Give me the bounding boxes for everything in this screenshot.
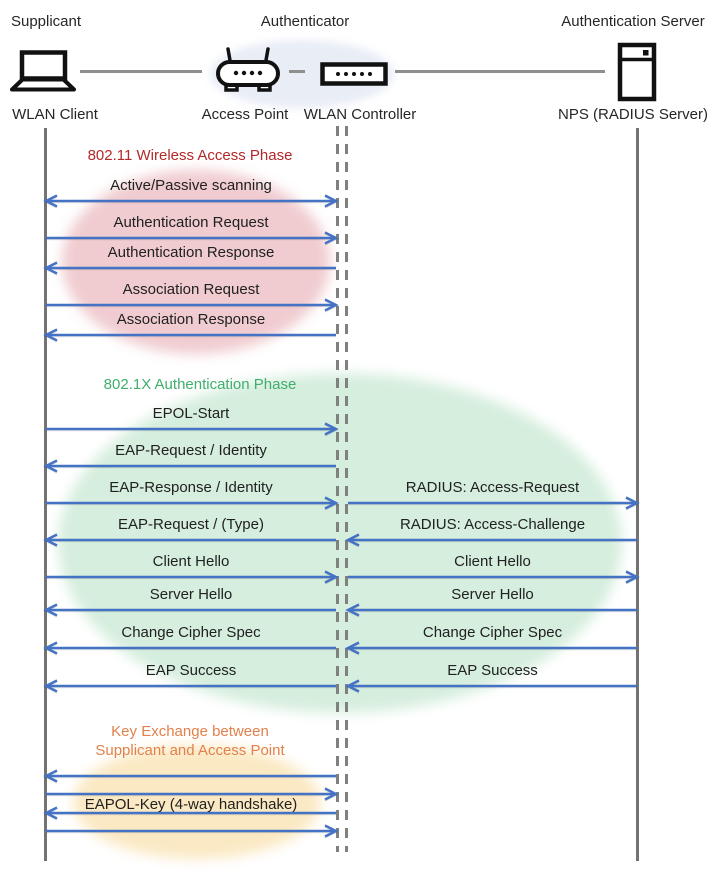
message-label-client-hello: Client Hello bbox=[454, 553, 531, 570]
arrowhead-icon bbox=[625, 496, 640, 510]
key-exchange-phase-label: Key Exchange between Supplicant and Acce… bbox=[95, 723, 285, 759]
arrowhead-icon bbox=[324, 231, 339, 245]
key-exchange-phase-ellipse bbox=[73, 745, 321, 859]
arrowhead-icon bbox=[625, 570, 640, 584]
message-label-client-hello: Client Hello bbox=[152, 553, 230, 570]
message-label-eap-response-identity: EAP-Response / Identity bbox=[109, 479, 273, 496]
message-label-association-request: Association Request bbox=[122, 281, 260, 298]
message-label-active-passive-scanning: Active/Passive scanning bbox=[110, 177, 272, 194]
arrowhead-icon bbox=[345, 679, 360, 693]
wlan-controller-label: WLAN Controller bbox=[303, 106, 417, 123]
message-label-radius-access-request: RADIUS: Access-Request bbox=[405, 479, 580, 496]
supplicant-ap-link-line bbox=[80, 70, 202, 73]
authentication-server-lifeline bbox=[636, 128, 639, 861]
wireless-access-phase-label: 802.11 Wireless Access Phase bbox=[87, 147, 293, 164]
arrowhead-icon bbox=[345, 533, 360, 547]
message-label-epol-start: EPOL-Start bbox=[152, 405, 230, 422]
authentication-server-role-label: Authentication Server bbox=[561, 13, 705, 30]
message-label-eap-success: EAP Success bbox=[145, 662, 237, 679]
supplicant-lifeline bbox=[44, 128, 47, 861]
arrowhead-icon bbox=[324, 298, 339, 312]
arrowhead-icon bbox=[43, 459, 58, 473]
ap-wlc-link-line bbox=[289, 70, 305, 73]
wlan-controller-icon bbox=[320, 62, 388, 92]
arrowhead-icon bbox=[43, 328, 58, 342]
authenticator-role-label: Authenticator bbox=[260, 13, 350, 30]
arrowhead-icon bbox=[324, 787, 339, 801]
arrowhead-icon bbox=[324, 570, 339, 584]
arrowhead-icon bbox=[324, 194, 339, 208]
arrowhead-icon bbox=[345, 641, 360, 655]
arrowhead-icon bbox=[324, 824, 339, 838]
arrowhead-icon bbox=[43, 679, 58, 693]
message-label-server-hello: Server Hello bbox=[451, 586, 534, 603]
arrowhead-icon bbox=[43, 603, 58, 617]
wlan-client-label: WLAN Client bbox=[12, 106, 98, 123]
arrowhead-icon bbox=[43, 769, 58, 783]
authenticator-lifeline-right bbox=[345, 126, 348, 852]
arrowhead-icon bbox=[43, 194, 58, 208]
message-label-eap-request-type: EAP-Request / (Type) bbox=[118, 516, 264, 533]
arrowhead-icon bbox=[43, 806, 58, 820]
nps-radius-label: NPS (RADIUS Server) bbox=[557, 106, 709, 123]
message-label-authentication-response: Authentication Response bbox=[107, 244, 275, 261]
laptop-icon bbox=[8, 50, 78, 97]
message-label-change-cipher-spec: Change Cipher Spec bbox=[422, 624, 563, 641]
arrowhead-icon bbox=[324, 422, 339, 436]
message-label-server-hello: Server Hello bbox=[149, 586, 233, 603]
access-point-icon bbox=[212, 44, 284, 101]
authenticator-lifeline-left bbox=[336, 126, 339, 852]
arrowhead-icon bbox=[43, 641, 58, 655]
message-label-change-cipher-spec: Change Cipher Spec bbox=[121, 624, 261, 641]
arrowhead-icon bbox=[43, 261, 58, 275]
message-label-eap-request-identity: EAP-Request / Identity bbox=[115, 442, 267, 459]
message-label-radius-access-challenge: RADIUS: Access-Challenge bbox=[399, 516, 586, 533]
supplicant-role-label: Supplicant bbox=[10, 13, 82, 30]
server-icon bbox=[617, 42, 657, 107]
arrowhead-icon bbox=[345, 603, 360, 617]
message-label-authentication-request: Authentication Request bbox=[113, 214, 269, 231]
8021x-authentication-phase-label: 802.1X Authentication Phase bbox=[103, 376, 297, 393]
message-label-eap-success: EAP Success bbox=[447, 662, 538, 679]
access-point-label: Access Point bbox=[201, 106, 289, 123]
arrowhead-icon bbox=[324, 496, 339, 510]
message-label-eapol-key-4-way-handshake: EAPOL-Key (4-way handshake) bbox=[84, 796, 298, 813]
message-label-association-response: Association Response bbox=[116, 311, 266, 328]
wlc-server-link-line bbox=[395, 70, 605, 73]
arrowhead-icon bbox=[43, 533, 58, 547]
